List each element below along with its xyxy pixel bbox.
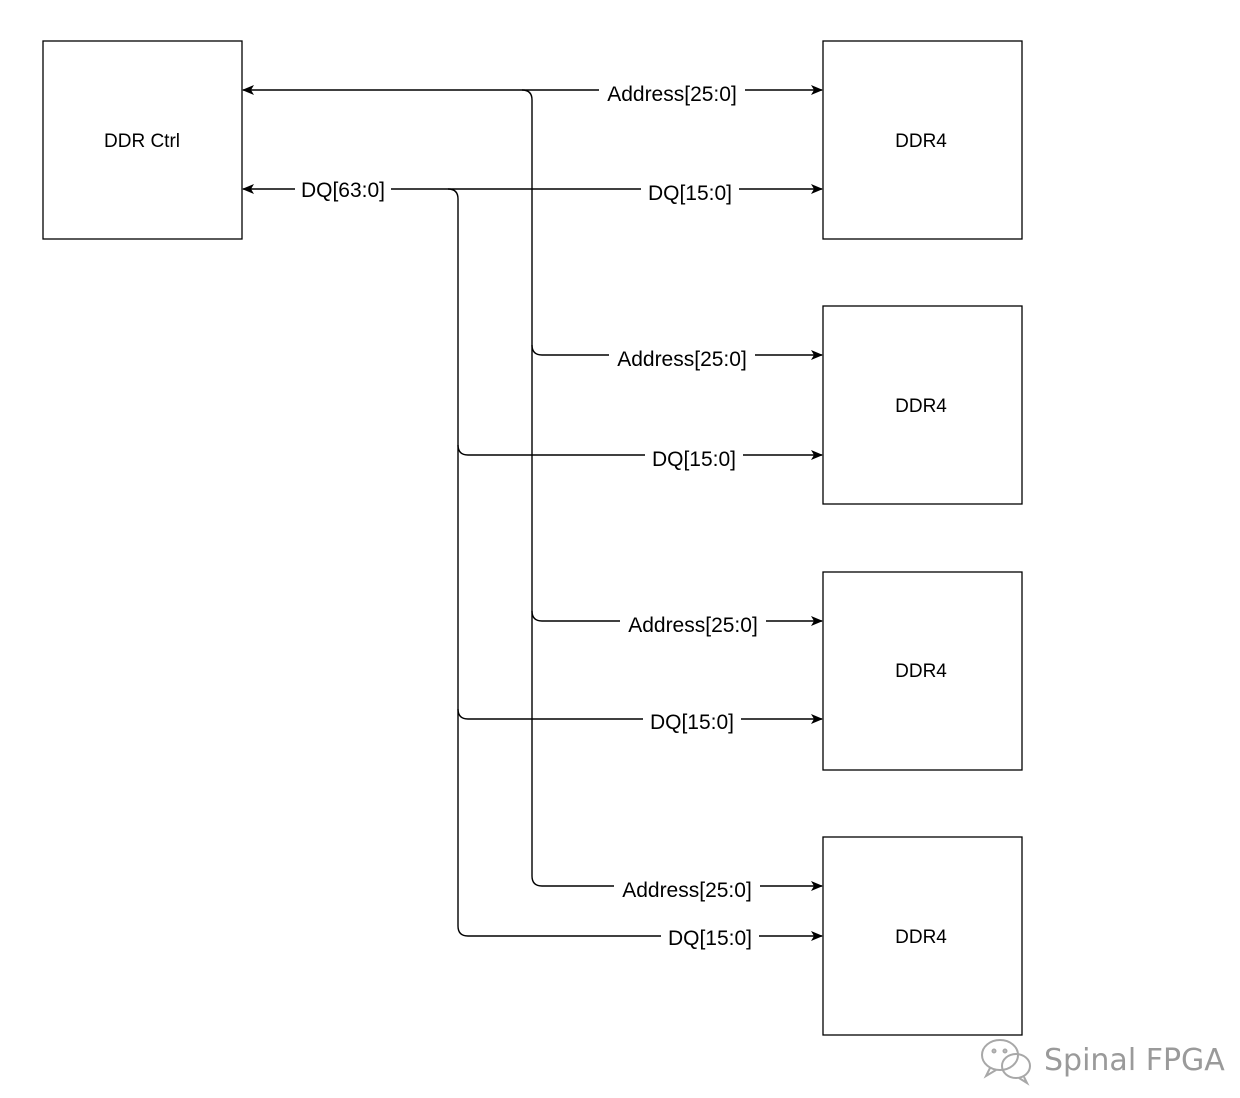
wechat-icon [981, 1039, 1031, 1086]
dq-label-3: DQ[15:0] [650, 711, 734, 734]
ddr4-label-3: DDR4 [895, 661, 947, 682]
controller-dq-label: DQ[63:0] [301, 179, 385, 202]
ddr4-block-3: DDR4 [822, 571, 1023, 771]
address-label-2: Address[25:0] [617, 348, 747, 371]
ddr4-block-2: DDR4 [822, 305, 1023, 505]
address-branch-2-wire [531, 344, 823, 360]
address-label-1: Address[25:0] [607, 83, 737, 106]
ddr4-label-2: DDR4 [895, 396, 947, 417]
watermark-text: Spinal FPGA [1044, 1043, 1225, 1078]
address-branch-3-wire [531, 610, 823, 626]
dq-label-4: DQ[15:0] [668, 927, 752, 950]
ddr4-block-1: DDR4 [822, 40, 1023, 240]
dq-branch-3-wire [457, 708, 823, 724]
dq-branch-4-wire [457, 925, 823, 941]
address-label-3: Address[25:0] [628, 614, 758, 637]
dq-label-1: DQ[15:0] [648, 182, 732, 205]
address-label-4: Address[25:0] [622, 879, 752, 902]
ddr4-block-4: DDR4 [822, 836, 1023, 1036]
wires [242, 85, 823, 941]
ddr-ctrl-label: DDR Ctrl [104, 131, 180, 152]
dq-branch-2-wire [457, 444, 823, 460]
dq-label-2: DQ[15:0] [652, 448, 736, 471]
address-branch-4-wire [531, 875, 823, 891]
signal-labels: DQ[63:0] Address[25:0] Address[25:0] Add… [295, 80, 766, 950]
ddr4-label-1: DDR4 [895, 131, 947, 152]
address-trunk-wire [521, 89, 533, 876]
ddr-ctrl-block: DDR Ctrl [42, 40, 243, 240]
ddr4-label-4: DDR4 [895, 927, 947, 948]
dq-trunk-wire [447, 188, 459, 926]
